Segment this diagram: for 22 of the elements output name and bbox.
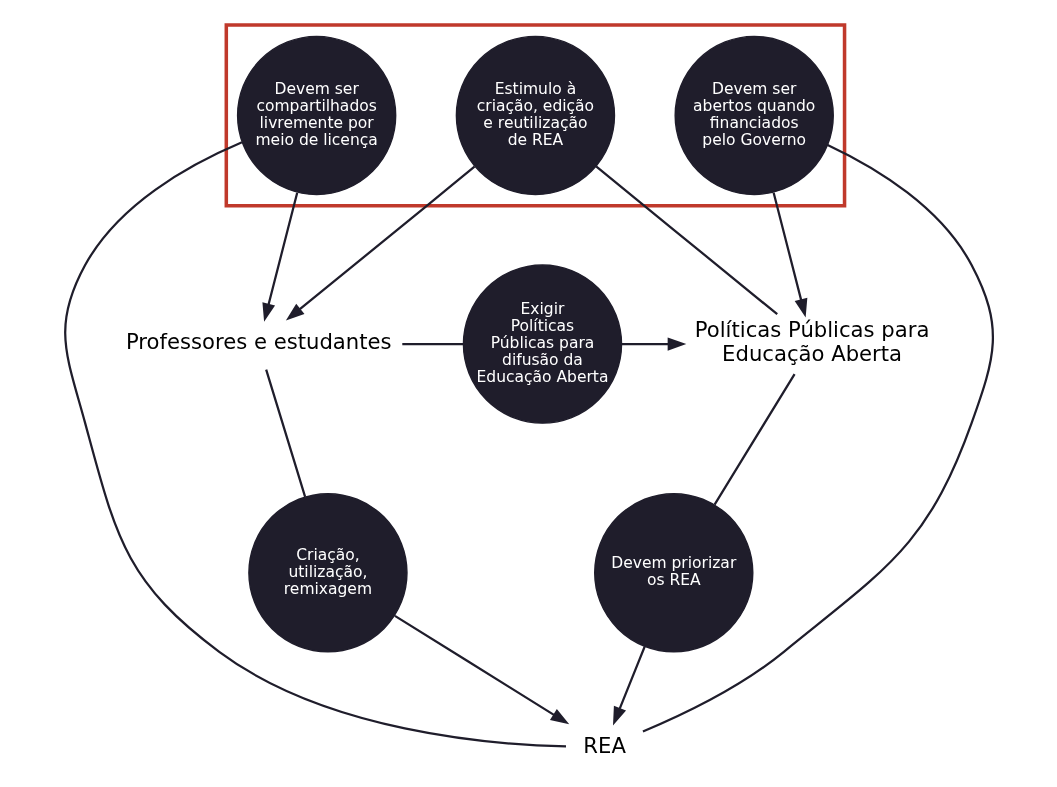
node-text: Políticas Públicas para Educação Aberta (694, 317, 929, 367)
node-circle: Estimulo à criação, edição e reutilização de REA (455, 35, 615, 196)
connector (713, 373, 796, 506)
arrow (393, 614, 569, 725)
arrow (612, 646, 646, 726)
connector (63, 141, 566, 748)
node-circle: Criação, utilização, remixagem (247, 493, 408, 653)
cluster (224, 23, 846, 208)
connector (264, 369, 306, 498)
arrow (285, 165, 475, 321)
arrow (261, 192, 298, 322)
arrow (621, 337, 686, 351)
node-circle: Devem ser abertos quando financiados pelo Governo (673, 35, 834, 196)
connector (401, 342, 463, 346)
node-text: REA (582, 732, 626, 758)
node-text: Professores e estudantes (125, 329, 392, 355)
node-circle: Exigir Políticas Públicas para difusão da Educação Aberta (462, 264, 622, 424)
arrow (772, 192, 807, 318)
connector (594, 165, 778, 316)
node-circle: Devem ser compartilhados livremente por meio de licença (236, 35, 396, 196)
node-circle: Devem priorizar os REA (593, 493, 753, 653)
connector (641, 143, 994, 733)
